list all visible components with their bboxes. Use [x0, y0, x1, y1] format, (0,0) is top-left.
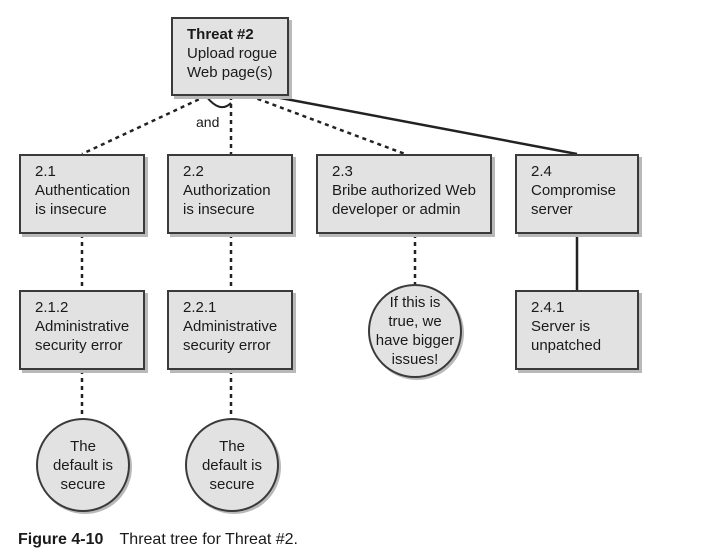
threat-title: Threat #2	[187, 26, 254, 43]
note-line: default is	[201, 456, 263, 474]
node-2-2: 2.2 Authorization is insecure	[167, 154, 293, 234]
note-line: true, we	[388, 313, 442, 330]
node-id: 2.2	[183, 163, 204, 180]
threat-line-2: Web page(s)	[187, 64, 273, 81]
node-label-line: Administrative	[183, 318, 278, 335]
edge-root-2-3	[249, 94, 406, 156]
edge-root-2-1	[81, 94, 207, 156]
node-2-4: 2.4 Compromise server	[515, 154, 639, 234]
note-circle-2-3: If this is true, we have bigger issues!	[368, 284, 462, 378]
node-id: 2.4	[531, 163, 552, 180]
note-circle-2-2-1: The default is secure	[185, 418, 279, 512]
caption-text: Threat tree for Threat #2.	[119, 531, 298, 548]
node-2-4-1: 2.4.1 Server is unpatched	[515, 290, 639, 370]
node-2-1: 2.1 Authentication is insecure	[19, 154, 145, 234]
node-label-line: is insecure	[35, 201, 107, 218]
node-2-3: 2.3 Bribe authorized Web developer or ad…	[316, 154, 492, 234]
node-label-line: Server is	[531, 318, 591, 335]
node-label-line: developer or admin	[332, 201, 461, 218]
note-line: secure	[60, 475, 106, 493]
note-line: secure	[209, 475, 255, 493]
node-id: 2.1.2	[35, 299, 69, 316]
note-line: have bigger	[375, 332, 455, 349]
node-id: 2.1	[35, 163, 56, 180]
node-label-line: security error	[35, 337, 123, 354]
note-line: If this is	[389, 294, 441, 311]
and-label: and	[196, 114, 220, 130]
node-id: 2.2.1	[183, 299, 217, 316]
figure-caption: Figure 4-10 Threat tree for Threat #2.	[18, 531, 298, 549]
note-circle-2-1-2: The default is secure	[36, 418, 130, 512]
node-label-line: unpatched	[531, 337, 602, 354]
note-line: default is	[52, 456, 114, 474]
node-label-line: security error	[183, 337, 271, 354]
threat-line-1: Upload rogue	[187, 45, 278, 62]
and-arc	[205, 95, 232, 109]
node-id: 2.3	[332, 163, 353, 180]
node-label-line: Authorization	[183, 182, 271, 199]
node-label-line: is insecure	[183, 201, 255, 218]
note-line: issues!	[391, 351, 439, 368]
figure-number: Figure 4-10	[18, 531, 104, 548]
note-line: The	[70, 437, 96, 455]
node-2-2-1: 2.2.1 Administrative security error	[167, 290, 293, 370]
note-line: The	[219, 437, 245, 455]
node-2-1-2: 2.1.2 Administrative security error	[19, 290, 145, 370]
node-label-line: Administrative	[35, 318, 130, 335]
node-label-line: Compromise	[531, 182, 617, 199]
node-label-line: Authentication	[35, 182, 131, 199]
node-id: 2.4.1	[531, 299, 565, 316]
node-label-line: Bribe authorized Web	[332, 182, 476, 199]
node-label-line: server	[531, 201, 573, 218]
threat-root-node: Threat #2 Upload rogue Web page(s)	[171, 17, 289, 96]
edge-root-2-4	[269, 94, 578, 156]
